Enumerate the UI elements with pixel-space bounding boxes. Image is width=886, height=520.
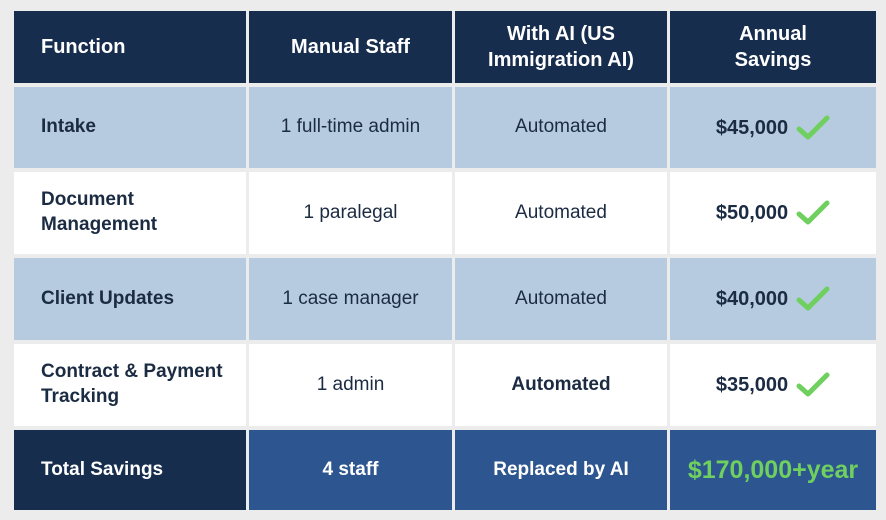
check-icon (796, 372, 830, 397)
check-icon (796, 286, 830, 311)
total-savings: $170,000+year (670, 430, 876, 510)
row-function: Contract & Payment Tracking (14, 344, 246, 426)
savings-value: $40,000 (715, 288, 789, 310)
total-ai: Replaced by AI (455, 430, 667, 510)
header-function: Function (14, 11, 246, 83)
savings-value: $35,000 (715, 374, 789, 396)
header-annual-savings: Annual Savings (670, 11, 876, 83)
row-ai: Automated (455, 87, 667, 168)
row-savings: $35,000 (670, 344, 876, 426)
row-function: Intake (14, 87, 246, 168)
row-manual: 1 paralegal (249, 172, 452, 254)
row-savings: $50,000 (670, 172, 876, 254)
check-icon (796, 200, 830, 225)
savings-value: $50,000 (715, 202, 789, 224)
header-manual-staff: Manual Staff (249, 11, 452, 83)
savings-table: Function Manual Staff With AI (US Immigr… (14, 11, 876, 510)
row-function: Client Updates (14, 258, 246, 340)
row-ai: Automated (455, 344, 667, 426)
row-savings: $40,000 (670, 258, 876, 340)
header-with-ai: With AI (US Immigration AI) (455, 11, 667, 83)
row-savings: $45,000 (670, 87, 876, 168)
total-label: Total Savings (14, 430, 246, 510)
check-icon (796, 115, 830, 139)
row-manual: 1 full-time admin (249, 87, 452, 168)
row-manual: 1 case manager (249, 258, 452, 340)
row-ai: Automated (455, 258, 667, 340)
total-manual: 4 staff (249, 430, 452, 510)
row-manual: 1 admin (249, 344, 452, 426)
savings-value: $45,000 (715, 116, 789, 139)
row-function: Document Management (14, 172, 246, 254)
row-ai: Automated (455, 172, 667, 254)
